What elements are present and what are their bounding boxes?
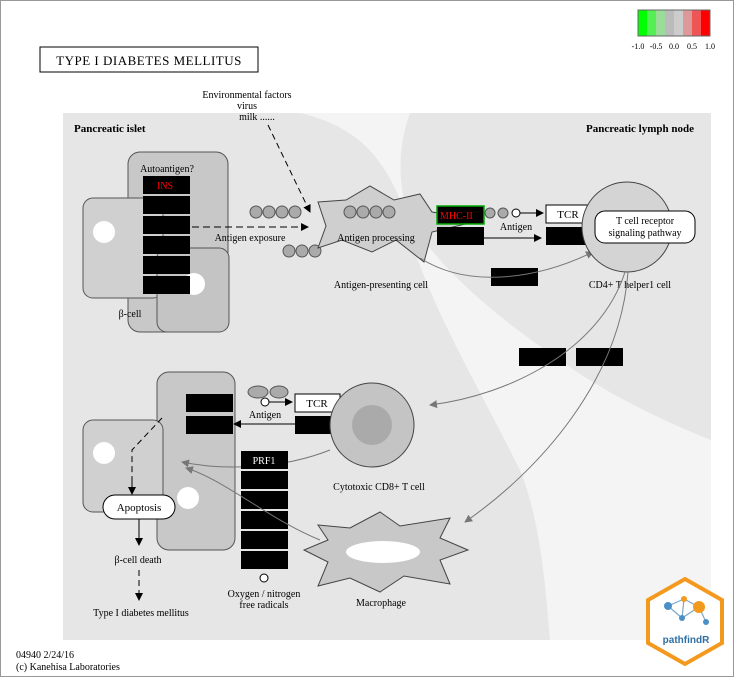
legend-swatch — [692, 10, 701, 36]
legend-tick: 0.5 — [687, 42, 697, 51]
beta-cell-label: β-cell — [119, 309, 142, 320]
antigen-label-top: Antigen — [500, 222, 532, 233]
gene-label-ins: INS — [157, 181, 173, 192]
gene-label-prf1: PRF1 — [253, 456, 276, 467]
title-box — [39, 46, 259, 73]
gene-box[interactable] — [241, 511, 288, 529]
gene-box[interactable] — [143, 196, 190, 214]
env-factors-label: Environmental factors — [202, 90, 291, 101]
gene-box[interactable] — [143, 216, 190, 234]
gene-box[interactable] — [241, 531, 288, 549]
antigen-presenting-cell — [317, 185, 483, 263]
oxygen-label: free radicals — [239, 600, 288, 611]
antigen-particle — [484, 207, 496, 219]
cytotoxic-label: Cytotoxic CD8+ T cell — [333, 482, 425, 493]
region-divider — [300, 113, 711, 640]
radical-node — [259, 573, 269, 583]
footer-copyright: (c) Kanehisa Laboratories — [16, 662, 120, 673]
color-legend: -1.0 -0.5 0.0 0.5 1.0 — [632, 9, 715, 51]
ins-gene-stack: INS — [143, 176, 190, 294]
apc-label: Antigen-presenting cell — [334, 280, 428, 291]
gene-box[interactable] — [143, 256, 190, 274]
legend-swatch — [638, 10, 647, 36]
gene-box[interactable] — [143, 276, 190, 294]
apc-antigen-particles — [343, 205, 396, 219]
gene-box[interactable] — [519, 348, 566, 366]
antigen-exposure-label: Antigen exposure — [215, 233, 286, 244]
legend-tick: 1.0 — [705, 42, 715, 51]
tcr-pathway-box[interactable] — [594, 210, 696, 244]
macrophage-nucleus — [346, 541, 420, 563]
gene-box[interactable] — [241, 491, 288, 509]
apoptosis-signal — [131, 417, 163, 478]
gene-box[interactable] — [241, 551, 288, 569]
env-milk-label: milk ...... — [239, 112, 275, 123]
antigen-label-bottom: Antigen — [249, 410, 281, 421]
tcr-pathway-label: T cell receptor — [616, 216, 675, 227]
region-label-islet: Pancreatic islet — [74, 123, 146, 135]
cd4-label: CD4+ T helper1 cell — [589, 280, 671, 291]
legend-swatch — [701, 10, 710, 36]
gene-box[interactable] — [241, 471, 288, 489]
antigen-particle — [497, 207, 509, 219]
logo-text: pathfindR — [663, 635, 710, 646]
gene-box[interactable] — [437, 227, 484, 245]
legend-swatch — [647, 10, 656, 36]
cd4-to-macrophage-arrow — [464, 271, 629, 523]
gene-box-ins[interactable] — [143, 176, 190, 194]
antigen-processing-label: Antigen processing — [337, 233, 415, 244]
footer-id: 04940 2/24/16 — [16, 650, 74, 661]
autoantigen-label: Autoantigen? — [140, 164, 194, 175]
gene-box[interactable] — [576, 348, 623, 366]
region-label-lymph: Pancreatic lymph node — [586, 123, 694, 135]
legend-swatch — [674, 10, 683, 36]
binding-node — [511, 208, 521, 218]
gene-box[interactable] — [143, 236, 190, 254]
tcr-pathway-label: signaling pathway — [608, 228, 681, 239]
costimulation-arrow — [419, 251, 594, 278]
mhc-antigen-lower — [247, 385, 289, 407]
env-arrow — [267, 124, 311, 213]
gene-box[interactable] — [491, 268, 538, 286]
page-title: TYPE I DIABETES MELLITUS — [56, 53, 242, 68]
gene-box-prf1[interactable] — [241, 451, 288, 469]
legend-swatch — [665, 10, 674, 36]
env-virus-label: virus — [237, 101, 257, 112]
cd4-to-ctl-arrow — [429, 271, 626, 409]
gene-label-tcr-top: TCR — [557, 209, 579, 221]
gene-label-tcr-bottom: TCR — [306, 398, 328, 410]
macrophage-arrow — [185, 466, 321, 541]
legend-swatch — [683, 10, 692, 36]
oxygen-label: Oxygen / nitrogen — [228, 589, 301, 600]
gene-box-mhc2[interactable] — [436, 205, 485, 225]
beta-cell-nucleus — [93, 221, 115, 243]
beta-death-label: β-cell death — [114, 555, 161, 566]
gene-box[interactable] — [186, 416, 233, 434]
prf1-gene-stack: PRF1 — [241, 451, 288, 569]
gene-box[interactable] — [186, 394, 233, 412]
gene-label-mhc2: MHC-II — [440, 211, 473, 222]
t1d-label: Type I diabetes mellitus — [93, 608, 189, 619]
legend-swatch — [656, 10, 665, 36]
legend-tick: 0.0 — [669, 42, 679, 51]
gene-box[interactable] — [546, 227, 591, 245]
macrophage-label: Macrophage — [356, 598, 407, 609]
apoptosis-label: Apoptosis — [117, 502, 162, 514]
legend-tick: -0.5 — [650, 42, 663, 51]
legend-tick: -1.0 — [632, 42, 645, 51]
gene-box[interactable] — [295, 416, 340, 434]
pathfindr-logo: pathfindR — [646, 576, 724, 667]
